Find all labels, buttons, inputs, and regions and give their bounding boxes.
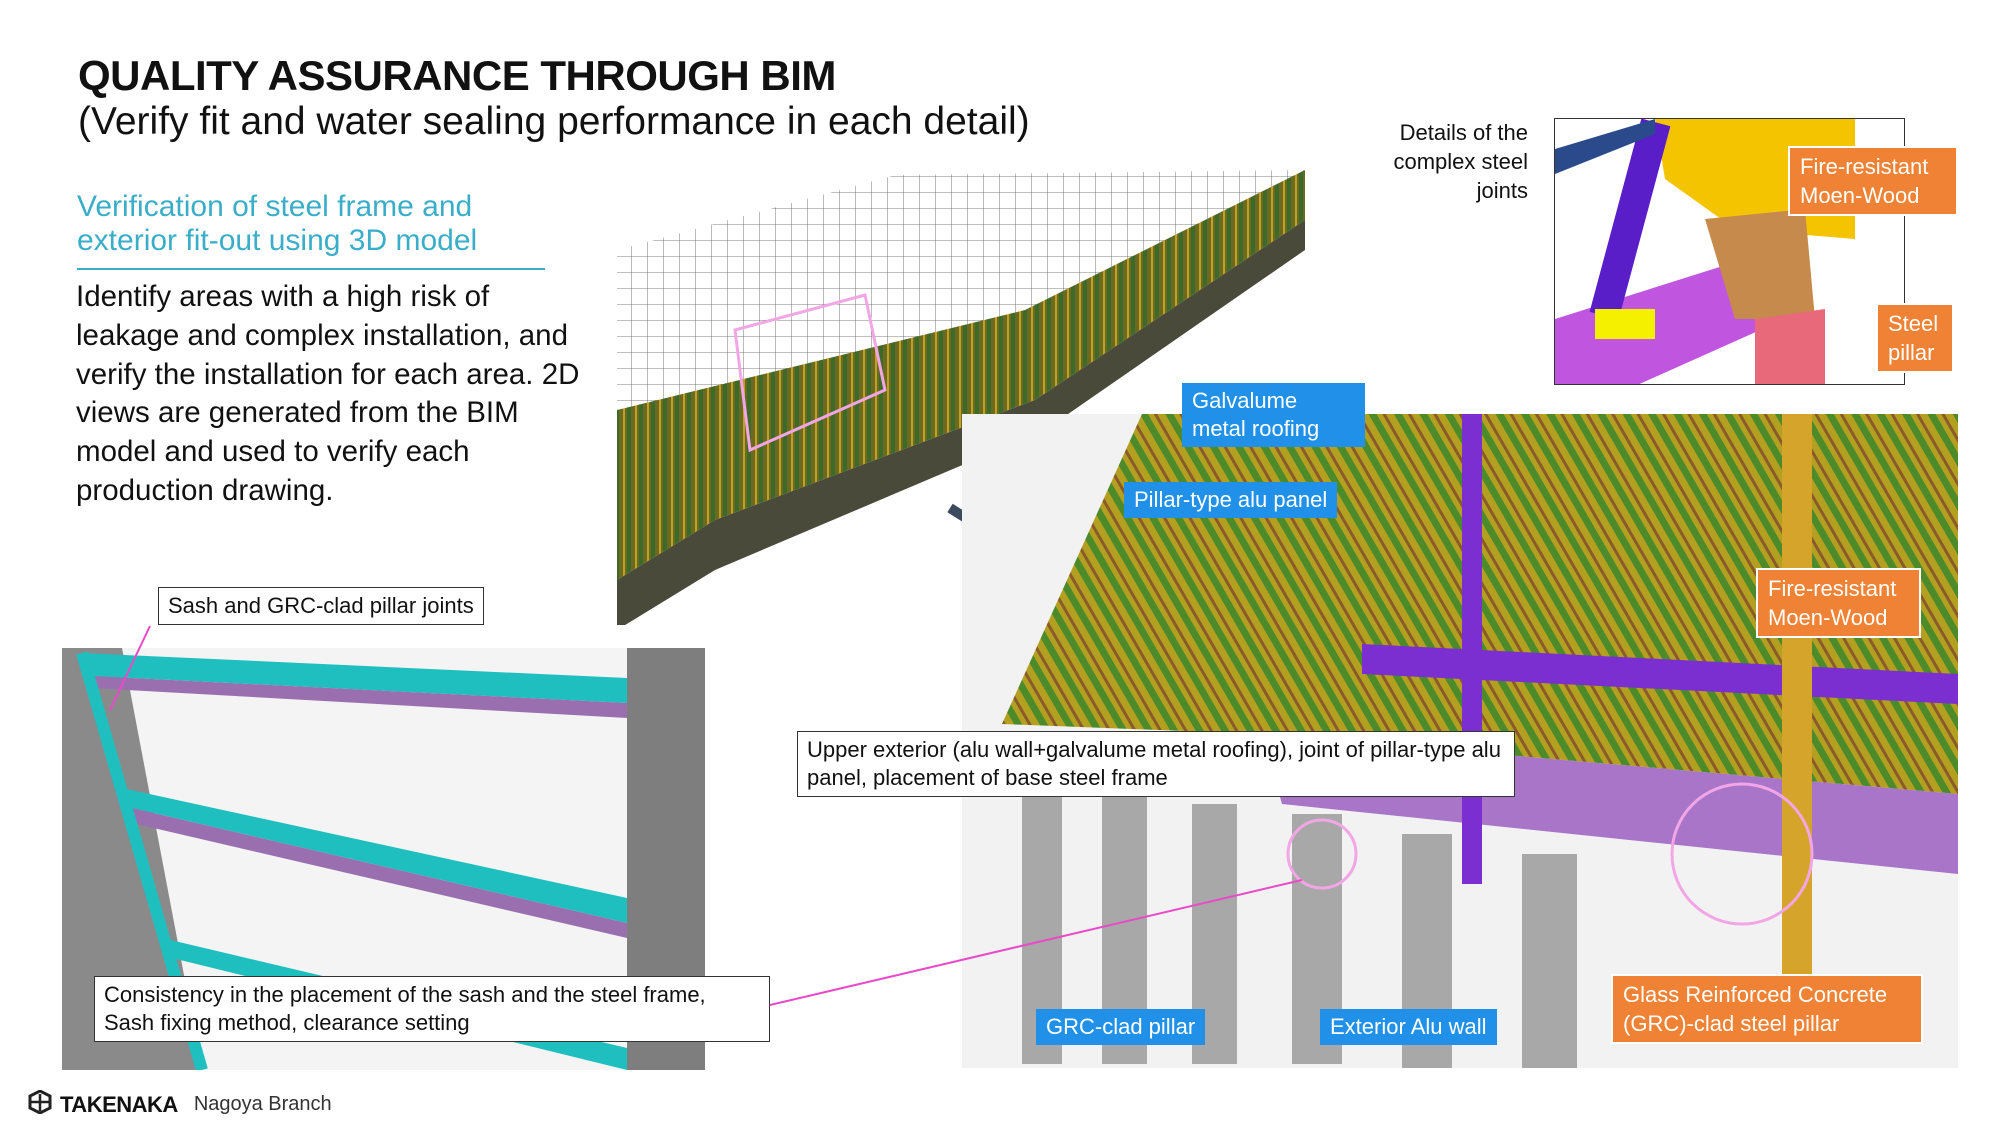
body-text: Identify areas with a high risk of leaka… (76, 280, 580, 507)
galvalume-label: Galvalume metal roofing (1182, 383, 1365, 447)
brand-name: TAKENAKA (60, 1091, 178, 1117)
alu-wall-label: Exterior Alu wall (1320, 1009, 1497, 1045)
detail-caption: Details of the complex steel joints (1393, 120, 1528, 203)
overall-3d-model-image (615, 160, 1325, 625)
grc-steel-pillar-label: Glass Reinforced Concrete (GRC)-clad ste… (1611, 974, 1923, 1044)
sash-joints-label: Sash and GRC-clad pillar joints (158, 587, 484, 625)
steel-pillar-label: Steel pillar (1876, 303, 1954, 373)
consistency-label: Consistency in the placement of the sash… (94, 976, 770, 1042)
branch-name: Nagoya Branch (193, 1093, 332, 1115)
page-title: QUALITY ASSURANCE THROUGH BIM (78, 52, 836, 99)
page-subtitle: (Verify fit and water sealing performanc… (78, 100, 1030, 143)
section-heading: Verification of steel frame and exterior… (77, 190, 478, 257)
grc-pillar-label: GRC-clad pillar (1036, 1009, 1206, 1045)
upper-exterior-label: Upper exterior (alu wall+galvalume metal… (797, 731, 1515, 797)
takenaka-logo-icon (28, 1089, 52, 1119)
moen-wood-mid-label: Fire-resistant Moen-Wood (1756, 568, 1921, 638)
moen-wood-top-label: Fire-resistant Moen-Wood (1788, 146, 1958, 216)
pillar-panel-label: Pillar-type alu panel (1124, 482, 1338, 518)
footer: TAKENAKA Nagoya Branch (28, 1089, 332, 1119)
upper-exterior-3d-image (962, 414, 1958, 1068)
heading-divider (77, 268, 545, 270)
